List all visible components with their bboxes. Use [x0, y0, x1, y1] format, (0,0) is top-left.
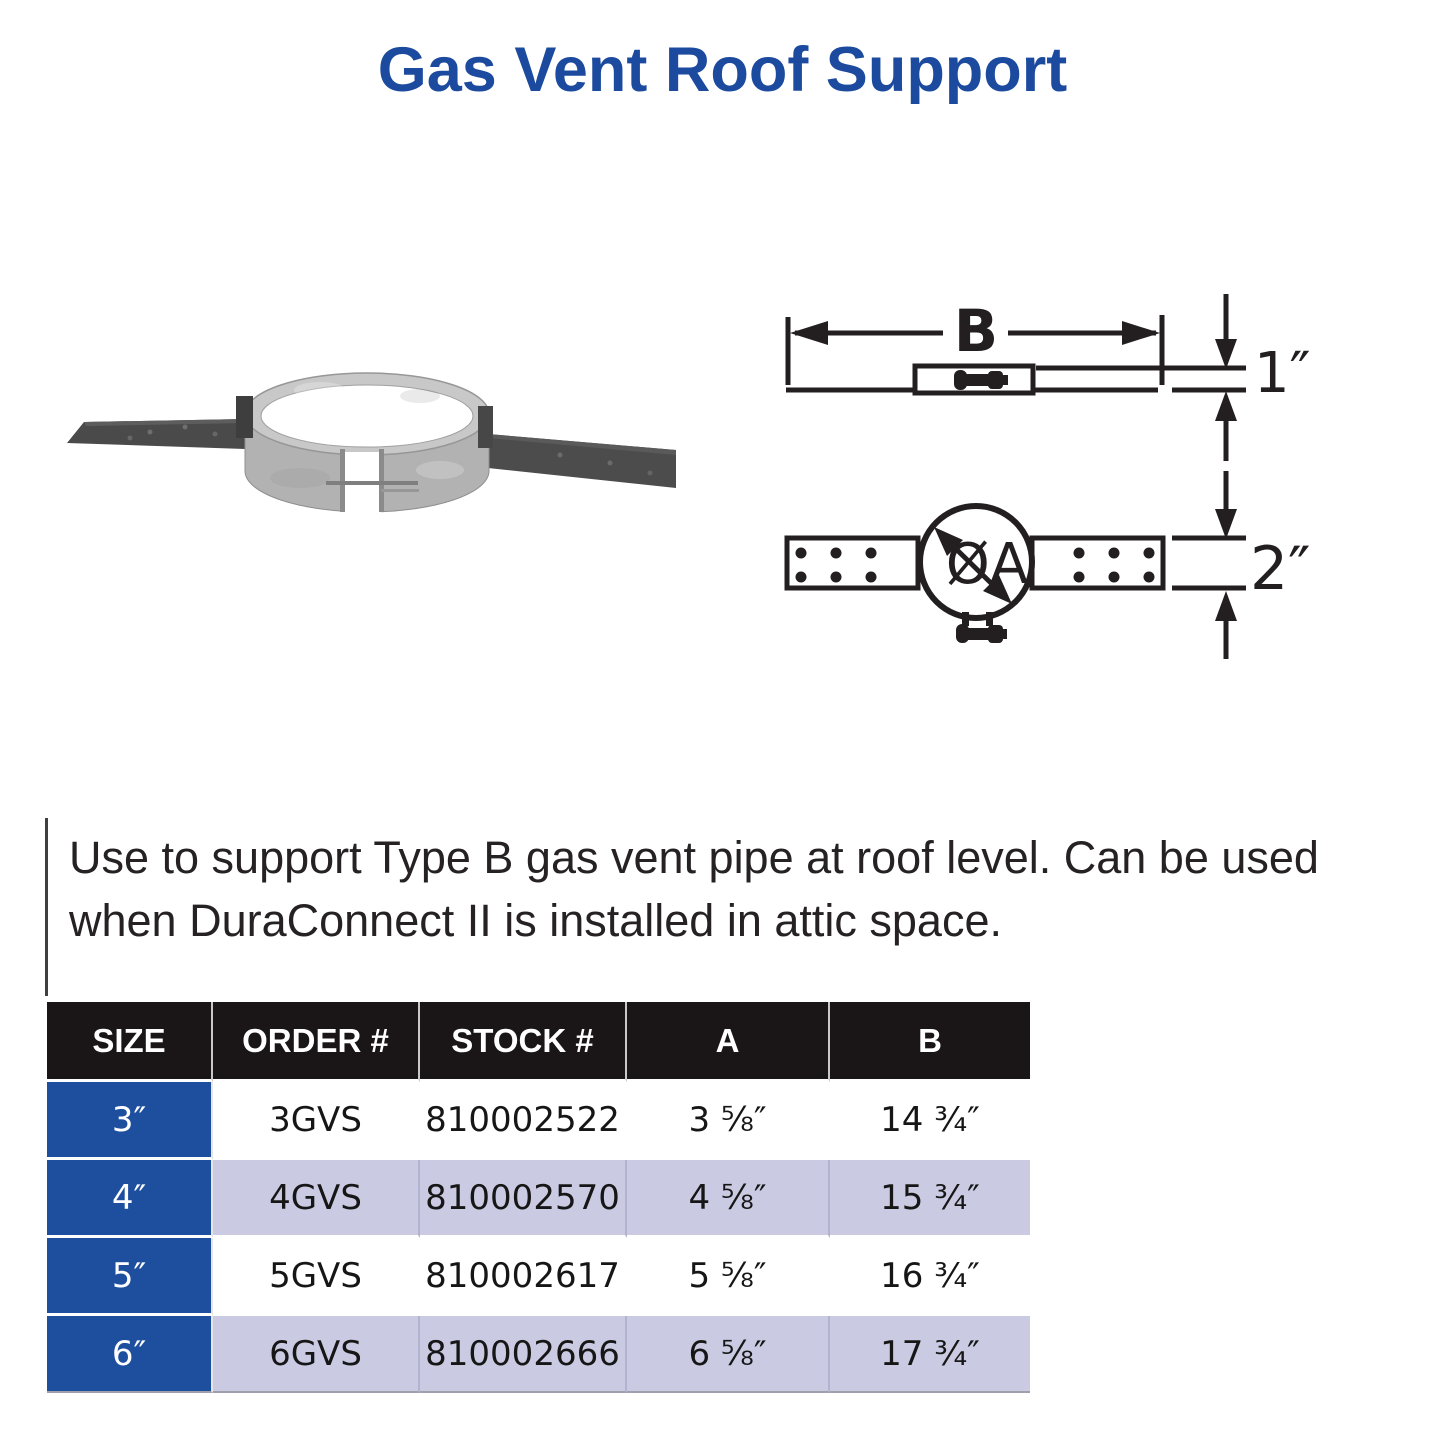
dim-1in-label: 1″ [1254, 341, 1311, 406]
clamp-ring [236, 372, 493, 514]
top-view [784, 503, 1166, 643]
description-line-2: when DuraConnect II is installed in atti… [69, 895, 1002, 946]
table-header-row: SIZE ORDER # STOCK # A B [47, 1002, 1030, 1082]
diameter-label: ØA [946, 532, 1028, 597]
vertical-dimension-arrows [1172, 294, 1246, 659]
cell-b: 17 ¾″ [830, 1316, 1030, 1393]
dim-b-label: B [954, 297, 998, 365]
cell-b: 14 ¾″ [830, 1082, 1030, 1160]
technical-diagram: B 1″ 2″ ØA [784, 294, 1311, 659]
cell-stock: 810002666 [420, 1316, 627, 1393]
cell-size: 6″ [47, 1316, 213, 1393]
nail-holes [795, 547, 1155, 583]
right-strap [488, 434, 676, 488]
column-header-b: B [830, 1002, 1030, 1082]
cell-stock: 810002617 [420, 1238, 627, 1316]
table-row: 4″ 4GVS 810002570 4 ⅝″ 15 ¾″ [47, 1160, 1030, 1238]
page-title: Gas Vent Roof Support [377, 35, 1068, 105]
cell-order: 5GVS [213, 1238, 420, 1316]
product-photo [67, 372, 676, 514]
description-line-1: Use to support Type B gas vent pipe at r… [69, 832, 1319, 883]
side-view-arrows [790, 321, 1160, 390]
side-view [785, 315, 1246, 396]
cell-a: 5 ⅝″ [627, 1238, 830, 1316]
cell-a: 6 ⅝″ [627, 1316, 830, 1393]
column-header-size: SIZE [47, 1002, 213, 1082]
cell-b: 15 ¾″ [830, 1160, 1030, 1238]
top-view-bolt-icon [962, 612, 969, 626]
cell-size: 5″ [47, 1238, 213, 1316]
spec-table: SIZE ORDER # STOCK # A B 3″ 3GVS 8100025… [47, 1002, 1030, 1393]
cell-order: 4GVS [213, 1160, 420, 1238]
tension-bolt [326, 449, 419, 514]
side-view-bolt-icon [954, 370, 967, 390]
product-description: Use to support Type B gas vent pipe at r… [45, 818, 1405, 996]
left-strap [67, 419, 245, 449]
cell-order: 3GVS [213, 1082, 420, 1160]
column-header-stock: STOCK # [420, 1002, 627, 1082]
right-attachment-tab [478, 406, 493, 448]
dim-2in-label: 2″ [1250, 534, 1311, 604]
cell-a: 3 ⅝″ [627, 1082, 830, 1160]
column-header-order: ORDER # [213, 1002, 420, 1082]
cell-size: 3″ [47, 1082, 213, 1160]
cell-b: 16 ¾″ [830, 1238, 1030, 1316]
cell-size: 4″ [47, 1160, 213, 1238]
cell-order: 6GVS [213, 1316, 420, 1393]
table-row: 3″ 3GVS 810002522 3 ⅝″ 14 ¾″ [47, 1082, 1030, 1160]
cell-stock: 810002570 [420, 1160, 627, 1238]
cell-stock: 810002522 [420, 1082, 627, 1160]
vertical-dimension-arrowheads [1215, 339, 1237, 621]
cell-a: 4 ⅝″ [627, 1160, 830, 1238]
table-row: 5″ 5GVS 810002617 5 ⅝″ 16 ¾″ [47, 1238, 1030, 1316]
table-row: 6″ 6GVS 810002666 6 ⅝″ 17 ¾″ [47, 1316, 1030, 1393]
column-header-a: A [627, 1002, 830, 1082]
left-attachment-tab [236, 396, 253, 438]
